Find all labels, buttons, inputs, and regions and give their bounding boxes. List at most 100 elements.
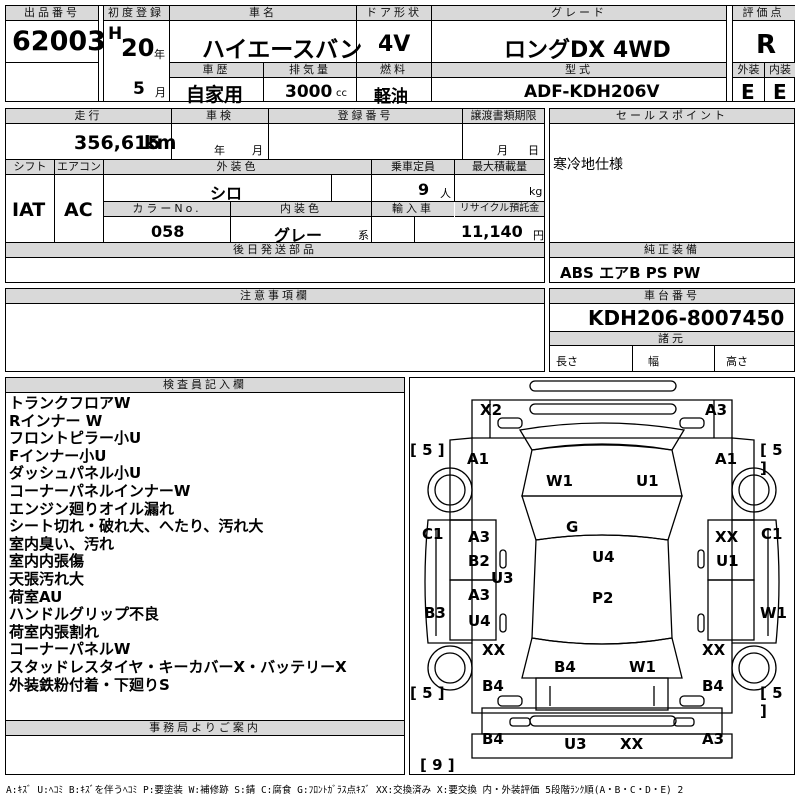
month-unit: 月 <box>155 86 166 99</box>
remark-item: コーナーパネルW <box>9 640 131 659</box>
label-w1-right: W1 <box>760 604 787 622</box>
remark-item: 室内臭い、汚れ <box>9 534 115 553</box>
header-car-name: 車名 <box>170 6 356 21</box>
remark-item: Rインナー W <box>9 411 103 430</box>
label-xx-right-2: XX <box>702 641 726 659</box>
remark-item: コーナーパネルインナーW <box>9 481 191 500</box>
history: 自家用 <box>186 84 244 106</box>
label-c1-right: C1 <box>761 525 783 543</box>
transfer-month-unit: 月 <box>497 144 508 157</box>
label-u4-left: U4 <box>468 612 491 630</box>
header-model: 型式 <box>432 63 726 78</box>
transfer-day-unit: 日 <box>528 144 539 157</box>
header-specs: 諸元 <box>550 332 794 346</box>
label-a3-top-right: A3 <box>705 401 728 419</box>
header-shift: シフト <box>6 160 54 175</box>
interior-grade: E <box>773 80 787 104</box>
remark-item: フロントピラー小U <box>9 429 142 448</box>
label-a1-left: A1 <box>467 450 490 468</box>
label-c1-left: C1 <box>422 525 444 543</box>
label-bracket-5-top-left: [ 5 ] <box>410 441 445 459</box>
header-int-color: 内装色 <box>231 202 371 217</box>
era-mark: H <box>108 24 123 44</box>
label-bracket-5-bottom-left: [ 5 ] <box>410 684 445 702</box>
front-body-top <box>471 399 733 439</box>
genuine-equip: ABS エアB PS PW <box>560 264 701 282</box>
tire-front-left <box>427 467 473 513</box>
header-recycle: リサイクル預託金 <box>455 202 544 217</box>
door-type: 4V <box>378 32 411 57</box>
header-first-reg: 初度登録 <box>103 6 169 21</box>
header-inspection: 車検 <box>172 109 268 124</box>
label-bracket-5-bottom-right: [ 5 ] <box>760 684 783 720</box>
header-chassis-no: 車台番号 <box>550 289 794 304</box>
exterior-grade: E <box>741 80 755 104</box>
color-no: 058 <box>151 222 185 241</box>
chassis-block: 車台番号 KDH206-8007450 諸元 長さ 幅 高さ <box>549 288 795 372</box>
label-b2: B2 <box>468 552 490 570</box>
label-x2: X2 <box>480 401 503 419</box>
label-u1-top: U1 <box>636 472 659 490</box>
label-a1-right: A1 <box>715 450 738 468</box>
front-bumper-shape <box>529 380 677 392</box>
header-capacity: 乗車定員 <box>372 160 454 175</box>
label-b4-center: B4 <box>554 658 576 676</box>
int-color-suffix: 系 <box>358 229 369 242</box>
label-b3: B3 <box>424 604 446 622</box>
capacity-unit: 人 <box>440 187 451 200</box>
label-a3-bottom-right: A3 <box>702 730 725 748</box>
remark-item: Fインナー小U <box>9 446 107 465</box>
inspection-year-unit: 年 <box>214 144 225 157</box>
header-history: 車歴 <box>170 63 263 78</box>
header-score: 評価点 <box>732 6 795 21</box>
label-p2: P2 <box>592 589 614 607</box>
sales-point-block: セールスポイント 寒冷地仕様 純正装備 ABS エアB PS PW <box>549 108 795 283</box>
sales-point: 寒冷地仕様 <box>553 157 623 173</box>
grade: ロングDX 4WD <box>504 38 671 63</box>
first-reg-year: 20 <box>121 34 155 62</box>
remark-item: 荷室AU <box>9 587 63 606</box>
aircon: AC <box>64 199 93 221</box>
remark-item: シート切れ・破れ大、へたり、汚れ大 <box>9 517 264 536</box>
windshield-shape <box>518 422 686 451</box>
header-max-load: 最大積載量 <box>455 160 544 175</box>
remark-item: 天張汚れ大 <box>9 569 85 588</box>
remark-item: トランクフロアW <box>9 394 131 412</box>
header-door: ドア形状 <box>357 6 431 21</box>
remarks-list: トランクフロアW Rインナー W フロントピラー小U Fインナー小U ダッシュパ… <box>9 394 347 694</box>
recycle-fee: 11,140 <box>461 222 523 241</box>
header-color-no: カラーNo. <box>104 202 230 217</box>
score: R <box>756 30 777 60</box>
car-name: ハイエースバン <box>202 37 363 63</box>
header-office-notice: 事務局よりご案内 <box>6 721 404 736</box>
label-w1-bottom: W1 <box>629 658 656 676</box>
label-b4-right: B4 <box>702 677 724 695</box>
mileage: 356,615 <box>74 132 161 154</box>
cabin-roof <box>521 495 683 541</box>
header-caution: 注意事項欄 <box>6 289 544 304</box>
label-bracket-5-top-right: [ 5 ] <box>760 441 783 477</box>
label-b4-left: B4 <box>482 677 504 695</box>
label-w1-top: W1 <box>546 472 573 490</box>
remark-item: ダッシュパネル小U <box>9 464 142 483</box>
damage-diagram: X2 A3 [ 5 ] [ 5 ] A1 A1 W1 U1 C1 C1 G A3… <box>409 377 795 775</box>
lot-number: 62003 <box>12 26 106 57</box>
label-u1-right: U1 <box>716 552 739 570</box>
header-genuine-equip: 純正装備 <box>550 243 794 258</box>
remark-item: 荷室内張割れ <box>9 622 100 641</box>
int-color: グレー <box>274 226 323 245</box>
vehicle-outline-diagram <box>424 380 780 759</box>
tire-front-right <box>731 467 777 513</box>
inspection-month-unit: 月 <box>252 144 263 157</box>
top-info-block: 出品番号 初度登録 車名 ドア形状 グレード 評価点 車歴 排気量 燃料 型式 … <box>5 5 795 107</box>
header-reg-no: 登録番号 <box>269 109 462 124</box>
mileage-block: 走行 車検 登録番号 譲渡書類期限 356,615 km 年 月 月 日 シフト… <box>5 108 545 283</box>
remark-item: スタッドレスタイヤ・キーカバーX・バッテリーX <box>9 657 347 676</box>
load-unit: kg <box>529 185 543 198</box>
displacement: 3000 <box>285 82 333 102</box>
header-ext-color: 外装色 <box>104 160 371 175</box>
header-displacement: 排気量 <box>264 63 356 78</box>
label-u3-center: U3 <box>491 569 514 587</box>
header-inspector: 検査員記入欄 <box>6 378 404 393</box>
first-reg-month: 5 <box>133 79 145 99</box>
